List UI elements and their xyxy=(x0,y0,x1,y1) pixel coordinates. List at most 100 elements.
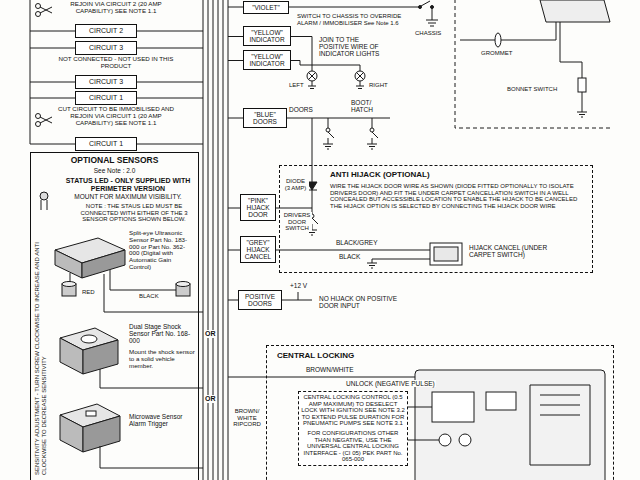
status-led xyxy=(40,192,48,200)
part-name: GROMMET xyxy=(480,50,513,57)
bonnet-wiring xyxy=(455,0,612,128)
cancel-switch-plug xyxy=(434,247,458,261)
panel-heading: ANTI HIJACK (OPTIONAL) xyxy=(330,171,550,180)
central-locking-unit xyxy=(408,370,605,480)
wire-colour-box: "GREY" HIJACK CANCEL xyxy=(240,236,276,263)
positive-door-wire xyxy=(282,292,312,300)
part-name: DIODE (3 AMP) xyxy=(282,178,309,191)
cut-symbol xyxy=(36,114,41,119)
part-name: BONNET SWITCH xyxy=(506,86,558,93)
option-separator: OR xyxy=(204,330,217,338)
cut-symbol xyxy=(36,4,53,127)
box-text: CIRCUIT 1 xyxy=(78,94,134,102)
box-text: "YELLOW" INDICATOR xyxy=(246,53,288,67)
ultrasonic-sensor xyxy=(70,270,203,312)
central-locking-unit xyxy=(408,407,439,440)
door-switch xyxy=(370,128,374,132)
wire-colour: BROWN/ WHITE RIPCORD xyxy=(230,408,264,428)
wire-colour-box: "VIOLET" xyxy=(243,1,289,14)
ultrasonic-sensor xyxy=(62,282,76,287)
wire-colour-box: "YELLOW" INDICATOR xyxy=(243,26,291,46)
part-name: DOORS xyxy=(288,106,314,113)
door-switch xyxy=(287,118,390,149)
mounting-note: Mount the shock sensor to a solid vehicl… xyxy=(128,349,196,369)
part-name: HIJACK CANCEL (UNDER CARPET SWITCH) xyxy=(468,244,568,258)
central-locking-unit xyxy=(530,385,590,465)
part-name: Split-eye Ultrasonic Sensor Part No. 183… xyxy=(128,230,196,271)
part-name: Microwave Sensor Alarm Trigger xyxy=(128,413,196,427)
box-text: CENTRAL LOCKING CONTROL (0.5 AMP MAXIMUM… xyxy=(301,394,405,427)
wiring-note: NOTE : THE STAUS LED MUST BE CONNECTED W… xyxy=(72,203,196,223)
cancel-switch-plug xyxy=(430,243,462,265)
override-switch xyxy=(289,1,438,26)
ultrasonic-sensor xyxy=(176,282,190,287)
circuit-wire xyxy=(30,0,203,144)
box-text: "YELLOW" INDICATOR xyxy=(246,29,288,43)
wiring-note: JOIN TO THE POSITIVE WIRE OF INDICATOR L… xyxy=(318,36,390,57)
central-locking-unit xyxy=(415,370,605,480)
shock-sensor xyxy=(100,369,203,388)
part-name: BOOT/ HATCH xyxy=(350,99,380,113)
part-name: DRIVERS DOOR SWITCH xyxy=(282,212,312,232)
indicator-bulb xyxy=(307,71,365,89)
bonnet-wiring xyxy=(495,33,501,47)
override-switch xyxy=(419,6,422,9)
bonnet-wiring xyxy=(460,22,587,117)
wire-colour: BROWN/WHITE xyxy=(305,366,355,373)
wire-colour: RED xyxy=(81,289,96,296)
circuit-box: CIRCUIT 3 xyxy=(75,41,137,55)
box-text: CIRCUIT 2 xyxy=(78,27,134,35)
mounting-note: MOUNT FOR MAXIMUM VISIBILITY. xyxy=(60,193,196,200)
panel-heading: OPTIONAL SENSORS xyxy=(31,156,198,165)
override-switch xyxy=(289,1,438,26)
microwave-sensor xyxy=(60,404,203,468)
cut-symbol xyxy=(40,7,52,13)
wire-colour: BLACK xyxy=(338,253,361,260)
central-locking-unit xyxy=(459,434,471,446)
wire-colour-box: "BLUE" DOORS xyxy=(243,108,287,128)
cut-symbol xyxy=(36,12,41,17)
circuit-box: CIRCUIT 2 xyxy=(75,24,137,38)
adjustment-note: SENSITIVITY ADJUSTMENT - TURN SCREW CLOC… xyxy=(34,240,47,476)
side-label: RIGHT xyxy=(368,82,389,89)
box-text: "GREY" HIJACK CANCEL xyxy=(243,239,273,260)
positive-door-wire xyxy=(282,292,312,300)
box-text: "VIOLET" xyxy=(246,4,286,11)
signal-name: UNLOCK (NEGATIVE PULSE) xyxy=(345,380,436,387)
wire-colour-box: POSITIVE DOORS xyxy=(238,290,282,310)
ground-label: CHASSIS xyxy=(414,30,442,37)
wire-colour: BLACK/GREY xyxy=(335,239,379,246)
cut-symbol xyxy=(40,117,52,123)
box-text: FOR CONFIGURATIONS OTHER THAN NEGATIVE, … xyxy=(301,430,405,463)
hijack-wire xyxy=(276,118,318,235)
box-text: CIRCUIT 3 xyxy=(78,78,134,86)
cut-symbol xyxy=(36,4,41,9)
shock-sensor xyxy=(81,335,97,343)
microwave-sensor xyxy=(100,446,203,468)
microwave-sensor xyxy=(60,415,83,452)
sensor-panel: OPTIONAL SENSORSSee Note : 2.0 xyxy=(30,152,199,480)
side-label: LEFT xyxy=(288,82,305,89)
status-led xyxy=(41,200,47,210)
circuit-box: CIRCUIT 1 xyxy=(75,137,137,151)
central-locking-unit xyxy=(486,392,516,410)
central-locking-unit xyxy=(432,392,474,422)
wiring-harness xyxy=(203,0,228,480)
microwave-sensor xyxy=(83,416,120,452)
override-switch xyxy=(431,6,434,9)
hijack-wire xyxy=(276,118,318,235)
central-locking-unit xyxy=(439,434,451,446)
panel-heading: CENTRAL LOCKING xyxy=(277,352,477,361)
circuit-box: CIRCUIT 3 xyxy=(75,75,137,89)
shock-sensor xyxy=(83,340,118,374)
box-text: "PINK" HIJACK DOOR xyxy=(243,197,273,218)
bonnet-wiring xyxy=(578,78,586,92)
instruction-text: WIRE THE HIJACK DOOR WIRE AS SHOWN (DIOD… xyxy=(330,183,588,209)
door-switch xyxy=(287,118,390,149)
wire-colour-box: "PINK" HIJACK DOOR xyxy=(240,194,276,221)
wiring-note: REJOIN VIA CIRCUIT 2 (20 AMP CAPABILITY)… xyxy=(56,1,176,15)
cut-symbol xyxy=(36,122,41,127)
bonnet-wiring xyxy=(455,0,612,128)
wiring-illustration xyxy=(30,0,612,480)
